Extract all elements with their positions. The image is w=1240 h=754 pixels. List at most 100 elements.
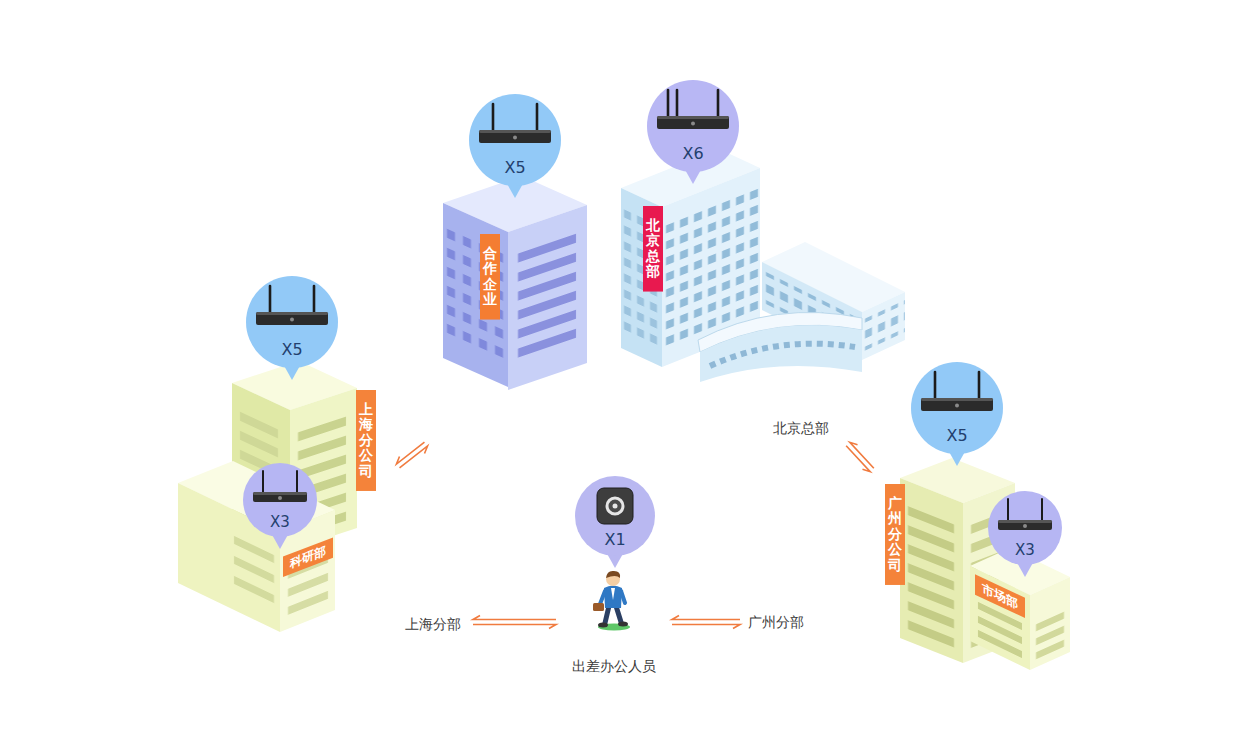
shanghai-building — [178, 361, 357, 632]
bubble-shape — [911, 362, 1003, 454]
headquarters-building — [621, 149, 905, 382]
partner-building — [443, 176, 587, 390]
sign-band — [480, 234, 500, 320]
bubble-shape — [955, 404, 959, 408]
traveller-figure — [604, 586, 622, 609]
headquarters-building — [621, 188, 662, 367]
bubble-shape — [575, 476, 655, 568]
bubble-shape — [492, 104, 495, 131]
bubble-shape — [262, 471, 264, 493]
site-label: 北京总部 — [773, 421, 829, 436]
vertical-sign: 广州分公司 — [885, 484, 905, 585]
bubble-shape — [1007, 499, 1009, 521]
partner-building — [508, 205, 587, 390]
bubble-shape — [469, 94, 561, 186]
double-arrow — [846, 442, 874, 471]
device-label: X3 — [988, 543, 1062, 558]
device-bubble: X1 — [575, 476, 655, 568]
traveller-figure — [593, 571, 630, 631]
bubble-shape — [921, 398, 993, 401]
partner-building — [508, 224, 587, 365]
bubble-shape — [256, 312, 328, 325]
island-shape — [561, 603, 668, 647]
guangzhou-building — [1030, 577, 1070, 670]
partner-building — [508, 205, 587, 390]
device-bubble: X5 — [246, 276, 338, 380]
headquarters-building — [862, 300, 905, 352]
site-island: 出差办公人员 — [556, 600, 672, 682]
site-island: 上海分部 — [103, 466, 473, 680]
arrow-line — [473, 625, 556, 629]
guangzhou-building — [900, 458, 1070, 670]
device-bubble: X6 — [647, 80, 739, 184]
bubble-shape — [934, 372, 937, 399]
device-bubble: X3 — [988, 491, 1062, 577]
sign-label: 上海分公司 — [359, 402, 373, 479]
device-label: X1 — [575, 532, 655, 548]
headquarters-building — [862, 292, 905, 360]
bubble-shape — [1041, 499, 1043, 521]
partner-building — [443, 222, 508, 365]
traveller-figure — [600, 591, 605, 604]
island-shape — [104, 475, 460, 678]
vertical-sign: 合作企业 — [480, 234, 500, 320]
bubble-shape — [988, 491, 1062, 577]
device-label: X6 — [647, 146, 739, 162]
island-shape — [814, 535, 1138, 698]
sign-band — [885, 484, 905, 585]
vertical-sign: 上海分公司 — [356, 390, 376, 491]
bubble-shape — [657, 116, 729, 119]
bubble-shape — [667, 90, 670, 117]
bubble-shape — [278, 496, 282, 500]
bubble-shape — [253, 492, 307, 495]
bubble-shape — [479, 130, 551, 133]
arrow-line — [473, 616, 556, 620]
bubble-shape — [597, 488, 633, 524]
bubble-shape — [256, 312, 328, 315]
island-shape — [104, 470, 460, 673]
sign-label: 合作企业 — [483, 246, 497, 308]
site-island: 广州分部 — [740, 470, 1142, 702]
vertical-sign: 北京总部 — [643, 206, 663, 292]
arrow-line — [672, 616, 740, 620]
device-label: X3 — [243, 515, 317, 530]
device-bubble: X5 — [911, 362, 1003, 466]
traveller-figure — [611, 588, 615, 600]
arrow-line — [672, 625, 740, 629]
headquarters-building — [862, 292, 905, 360]
island-shape — [380, 236, 938, 422]
bubble-shape — [921, 398, 993, 411]
guangzhou-building — [970, 566, 1030, 670]
bubble-shape — [676, 90, 679, 117]
device-bubble: X3 — [243, 463, 317, 549]
double-arrow — [473, 616, 556, 629]
traveller-figure — [593, 603, 604, 611]
bubble-shape — [998, 520, 1052, 530]
bubble-shape — [479, 130, 551, 143]
bubble-shape — [988, 491, 1062, 565]
bubble-shape — [513, 136, 517, 140]
bubble-shape — [269, 286, 272, 313]
sign-label: 广州分公司 — [888, 496, 902, 573]
arrow-line — [396, 442, 424, 464]
partner-building — [443, 203, 508, 387]
traveller-figure — [605, 606, 621, 623]
bubble-shape — [313, 286, 316, 313]
site-label: 上海分部 — [405, 617, 461, 632]
double-arrow — [672, 616, 740, 629]
guangzhou-building — [900, 478, 963, 663]
guangzhou-building — [1030, 607, 1070, 665]
sign-band — [283, 537, 333, 577]
arrow-line — [846, 446, 870, 472]
traveller-figure — [621, 591, 625, 603]
device-label: X5 — [246, 342, 338, 358]
guangzhou-building — [1030, 577, 1070, 670]
island-shape — [103, 466, 473, 680]
device-label: X5 — [911, 428, 1003, 444]
bubble-shape — [290, 318, 294, 322]
sign-band — [643, 206, 663, 292]
bubble-shape — [717, 90, 720, 117]
bubble-shape — [575, 476, 655, 556]
sign-band — [356, 390, 376, 491]
